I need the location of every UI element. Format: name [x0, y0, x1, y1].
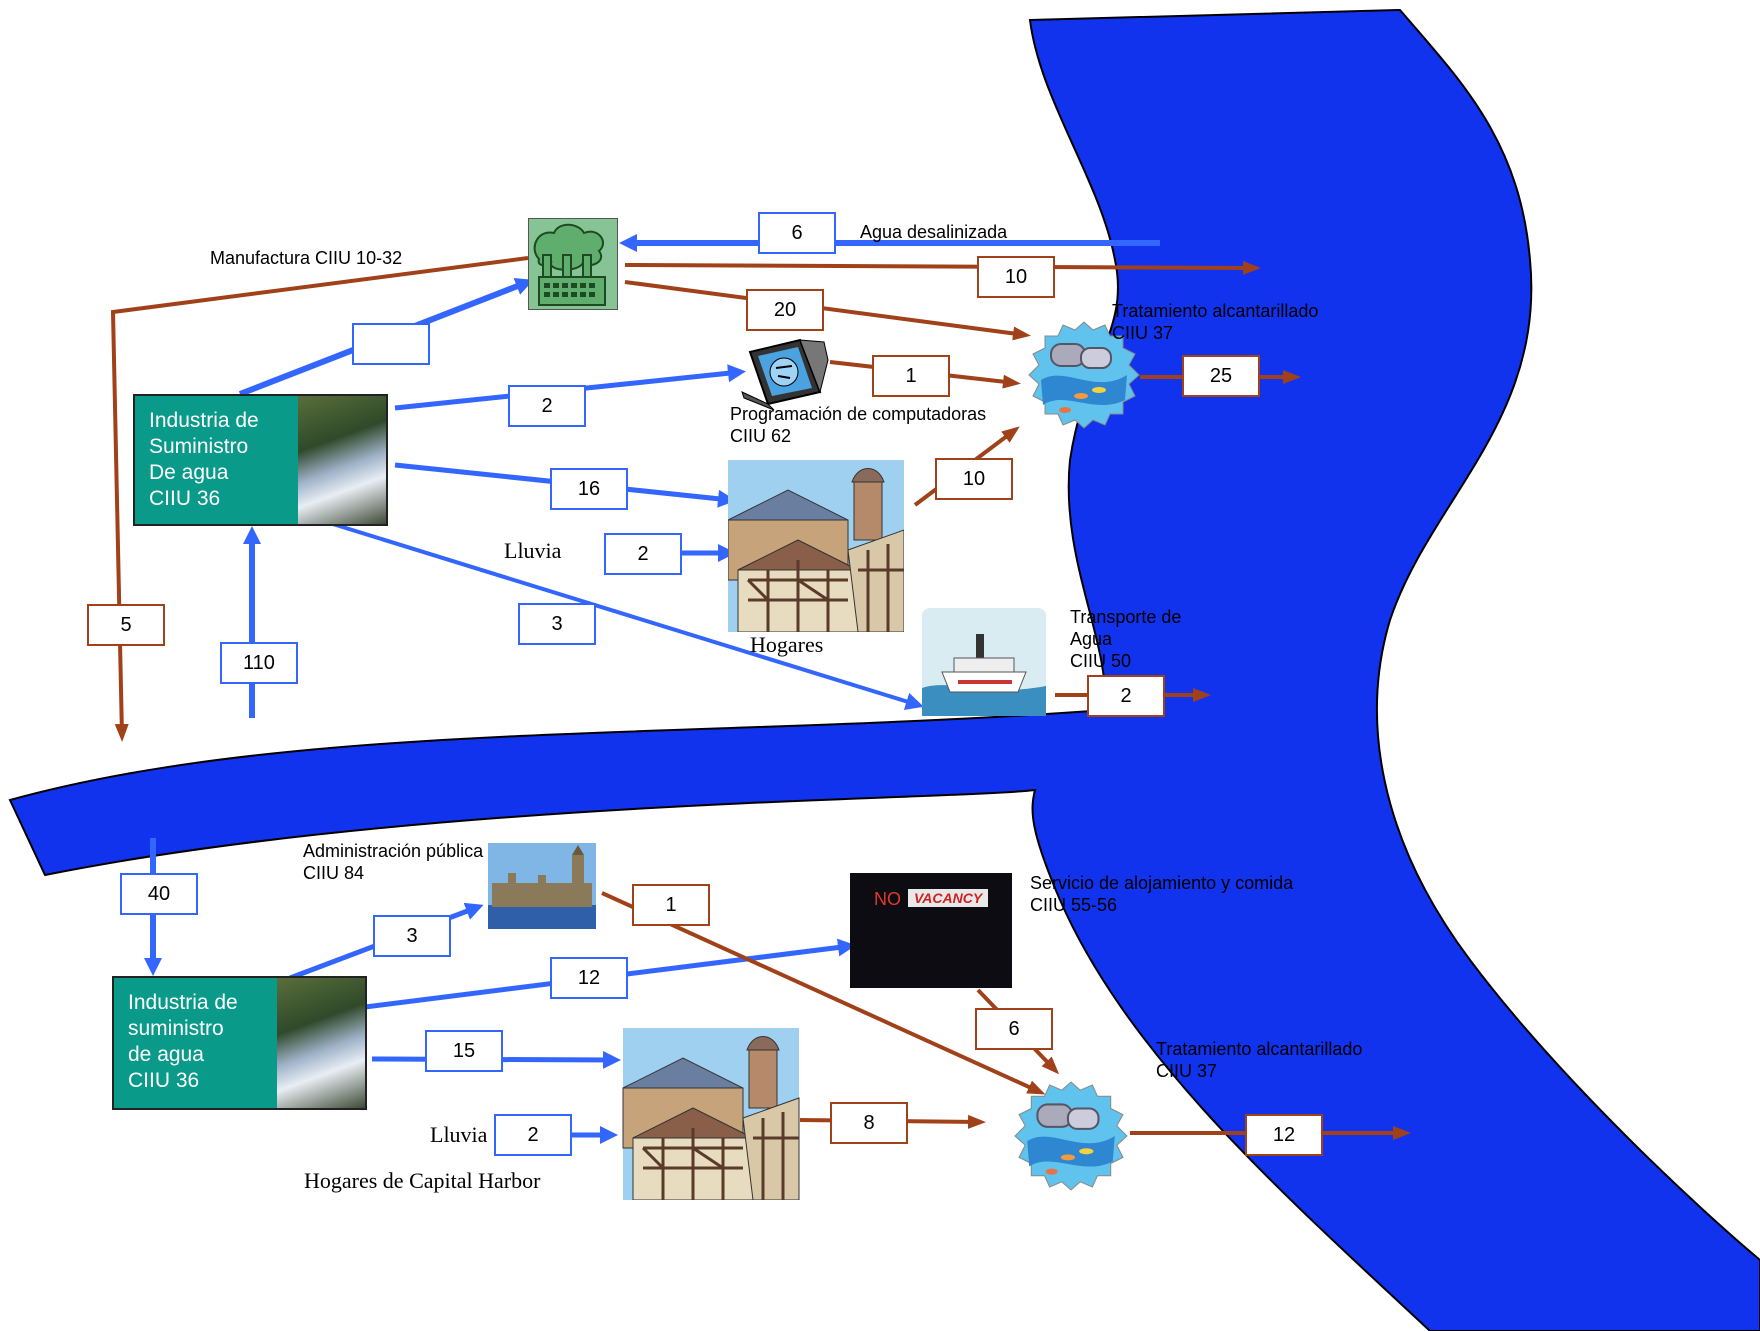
- value-rain-to-households-bottom: 2: [494, 1114, 572, 1156]
- value-manufacturing-return: 5: [87, 604, 165, 646]
- parliament-building-icon: [488, 843, 596, 929]
- label-programming: Programación de computadoras CIIU 62: [730, 404, 987, 446]
- label-households-bottom: Hogares de Capital Harbor: [304, 1168, 541, 1193]
- label-households-top: Hogares: [750, 632, 824, 657]
- flow-admin-to-sewage: [601, 891, 1046, 1095]
- value-supply-to-admin: 3: [373, 915, 451, 957]
- sign-vacancy-text: VACANCY: [908, 889, 989, 907]
- value-admin-to-sewage: 1: [632, 884, 710, 926]
- label-sewage-top: Tratamiento alcantarillado CIIU 37: [1112, 301, 1319, 343]
- flow-manufacturing-return: [110, 256, 529, 742]
- value-desalinated: 6: [758, 212, 836, 254]
- sewage-treatment-icon: [1025, 320, 1143, 430]
- industry-label: Industria de Suministro De agua CIIU 36: [149, 409, 259, 510]
- industry-label: Industria de suministro de agua CIIU 36: [128, 991, 238, 1092]
- river: [8, 8, 1760, 1331]
- label-rain-top: Lluvia: [504, 538, 562, 563]
- value-manufacturing-to-river: 10: [977, 256, 1055, 298]
- value-manufacturing-to-sewage: 20: [746, 289, 824, 331]
- sewage-treatment-icon: [1010, 1080, 1132, 1192]
- houses-icon: [622, 1028, 800, 1201]
- dam-photo-icon: [277, 978, 365, 1108]
- water-supply-industry-bottom: Industria de suministro de agua CIIU 36: [112, 976, 367, 1110]
- value-transport-to-river: 2: [1087, 675, 1165, 717]
- value-supply-to-households: 16: [550, 468, 628, 510]
- value-households-to-sewage: 10: [935, 458, 1013, 500]
- value-sewage-to-river-bottom: 12: [1245, 1114, 1323, 1156]
- value-supply-to-programming: 2: [508, 385, 586, 427]
- dam-photo-icon: [298, 396, 386, 524]
- steamship-icon: [922, 608, 1046, 716]
- value-supply-to-lodging: 12: [550, 957, 628, 999]
- value-supply-to-households-bottom: 15: [425, 1030, 503, 1072]
- label-public-admin: Administración pública CIIU 84: [303, 841, 484, 883]
- value-rain-to-households: 2: [604, 533, 682, 575]
- value-lodging-to-sewage: 6: [975, 1008, 1053, 1050]
- flow-manufacturing-to-sewage: [624, 280, 1031, 341]
- value-households-bottom-to-sewage: 8: [830, 1102, 908, 1144]
- label-lodging: Servicio de alojamiento y comida CIIU 55…: [1030, 873, 1294, 915]
- flow-manufacturing-to-river: [624, 260, 1261, 275]
- label-manufacturing: Manufactura CIIU 10-32: [210, 248, 403, 268]
- label-rain-bottom: Lluvia: [430, 1122, 488, 1147]
- no-vacancy-sign-icon: NO VACANCY: [850, 873, 1012, 988]
- sign-no-text: NO: [874, 889, 901, 909]
- water-supply-industry-top: Industria de Suministro De agua CIIU 36: [133, 394, 388, 526]
- label-desalinated: Agua desalinizada: [860, 222, 1008, 242]
- computer-icon: [740, 332, 830, 412]
- label-transport: Transporte de Agua CIIU 50: [1070, 607, 1182, 671]
- houses-icon: [727, 460, 905, 633]
- factory-icon: [528, 218, 618, 310]
- value-supply-to-manufacturing: [352, 323, 430, 365]
- label-sewage-bottom: Tratamiento alcantarillado CIIU 37: [1156, 1039, 1363, 1081]
- value-sewage-to-river-top: 25: [1182, 355, 1260, 397]
- flow-supply-to-transport: [319, 518, 924, 711]
- value-supply-to-transport: 3: [518, 603, 596, 645]
- value-river-to-supply-bottom: 40: [120, 873, 198, 915]
- value-programming-to-sewage: 1: [872, 355, 950, 397]
- value-river-to-supply-top: 110: [220, 642, 298, 684]
